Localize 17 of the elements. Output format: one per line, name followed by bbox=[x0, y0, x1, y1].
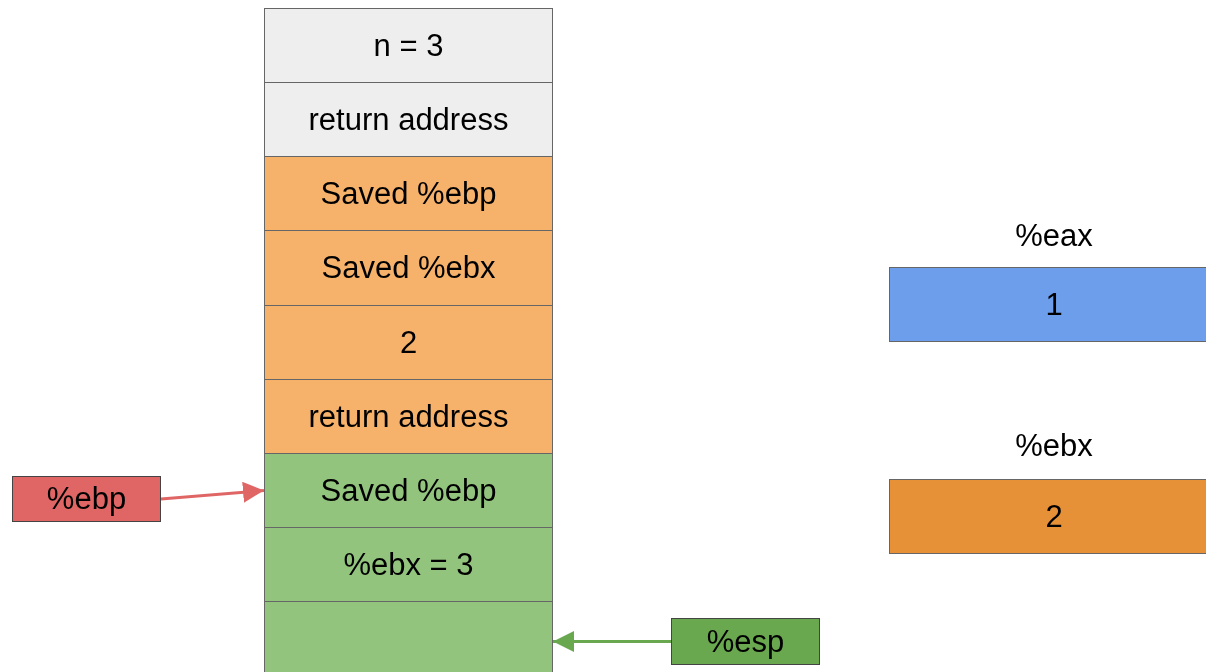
stack-slot: Saved %ebp bbox=[264, 156, 553, 231]
stack-slot: Saved %ebx bbox=[264, 230, 553, 306]
register-value: 1 bbox=[889, 267, 1206, 342]
stack-slot: return address bbox=[264, 82, 553, 157]
stack-slot: %ebx = 3 bbox=[264, 527, 553, 602]
register-name: %eax bbox=[1014, 218, 1094, 254]
pointer-label: %ebp bbox=[12, 476, 161, 522]
pointer-label: %esp bbox=[671, 618, 820, 665]
arrow bbox=[160, 481, 265, 503]
stack-slot: 2 bbox=[264, 305, 553, 380]
empty-stack-slot bbox=[264, 601, 553, 672]
arrow bbox=[553, 631, 671, 652]
stack-slot: Saved %ebp bbox=[264, 453, 553, 528]
register-name: %ebx bbox=[1014, 428, 1094, 464]
stack-slot: return address bbox=[264, 379, 553, 454]
stack-slot: n = 3 bbox=[264, 8, 553, 83]
register-value: 2 bbox=[889, 479, 1206, 554]
